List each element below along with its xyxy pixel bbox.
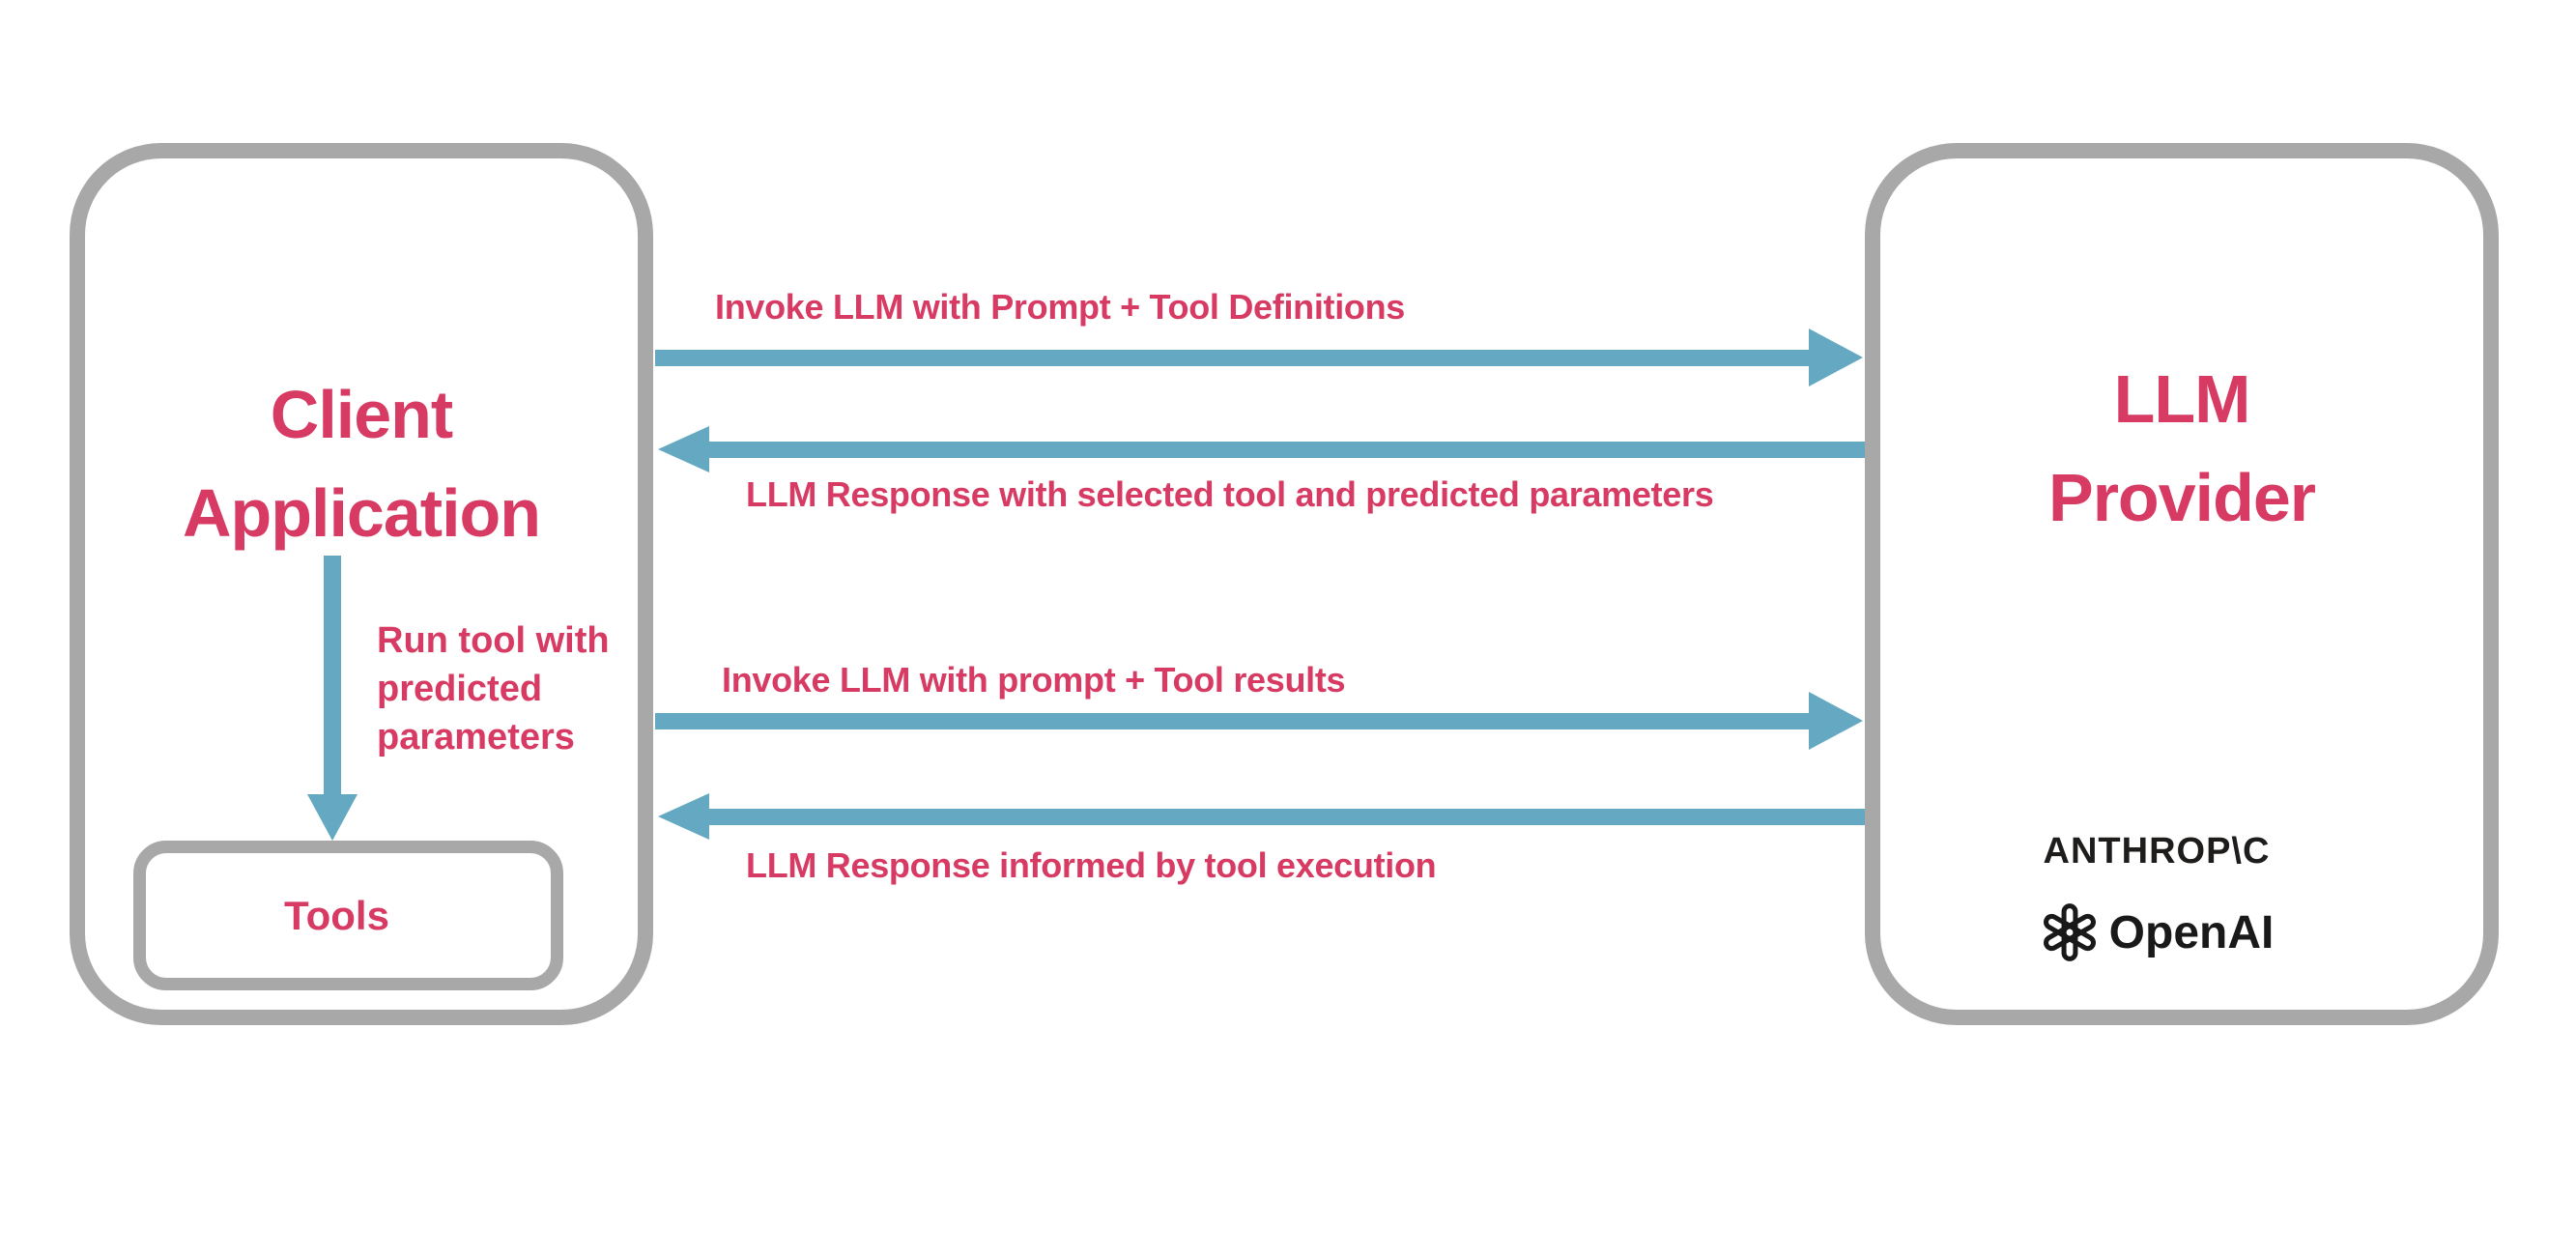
llm-title-line2: Provider — [2048, 460, 2316, 535]
tools-box: Tools — [133, 841, 563, 990]
provider-logos: ANTHROP\C OpenAI — [1992, 831, 2321, 962]
openai-flower-icon — [2043, 903, 2096, 961]
client-title-line2: Application — [182, 475, 541, 551]
run-tool-arrow-head — [307, 794, 358, 841]
arrow1-right-shaft — [655, 350, 1809, 366]
tools-label: Tools — [284, 892, 389, 938]
arrow3-right-shaft — [655, 713, 1809, 729]
openai-logo: OpenAI — [2040, 902, 2275, 962]
anthropic-logo: ANTHROP\C — [2043, 831, 2271, 872]
client-title-line1: Client — [270, 377, 453, 452]
arrow2-label: LLM Response with selected tool and pred… — [746, 474, 1714, 514]
arrow2-left-head — [658, 426, 709, 472]
arrow2-left-shaft — [708, 442, 1865, 458]
arrow3-label: Invoke LLM with prompt + Tool results — [722, 660, 1346, 700]
arrow4-left-head — [658, 793, 709, 840]
arrow1-label: Invoke LLM with Prompt + Tool Definition… — [715, 287, 1406, 327]
llm-provider-title: LLM Provider — [1882, 350, 2481, 547]
arrow1-right-head — [1809, 329, 1863, 386]
arrow3-right-head — [1809, 692, 1863, 750]
llm-title-line1: LLM — [2113, 361, 2251, 437]
run-tool-label: Run tool with predicted parameters — [377, 620, 610, 758]
openai-wordmark: OpenAI — [2108, 906, 2275, 958]
run-tool-arrow-shaft — [324, 556, 341, 794]
arrow4-label: LLM Response informed by tool execution — [746, 845, 1437, 885]
llm-provider-box — [1865, 143, 2499, 1025]
client-application-title: Client Application — [87, 365, 636, 562]
arrow4-left-shaft — [708, 809, 1865, 825]
